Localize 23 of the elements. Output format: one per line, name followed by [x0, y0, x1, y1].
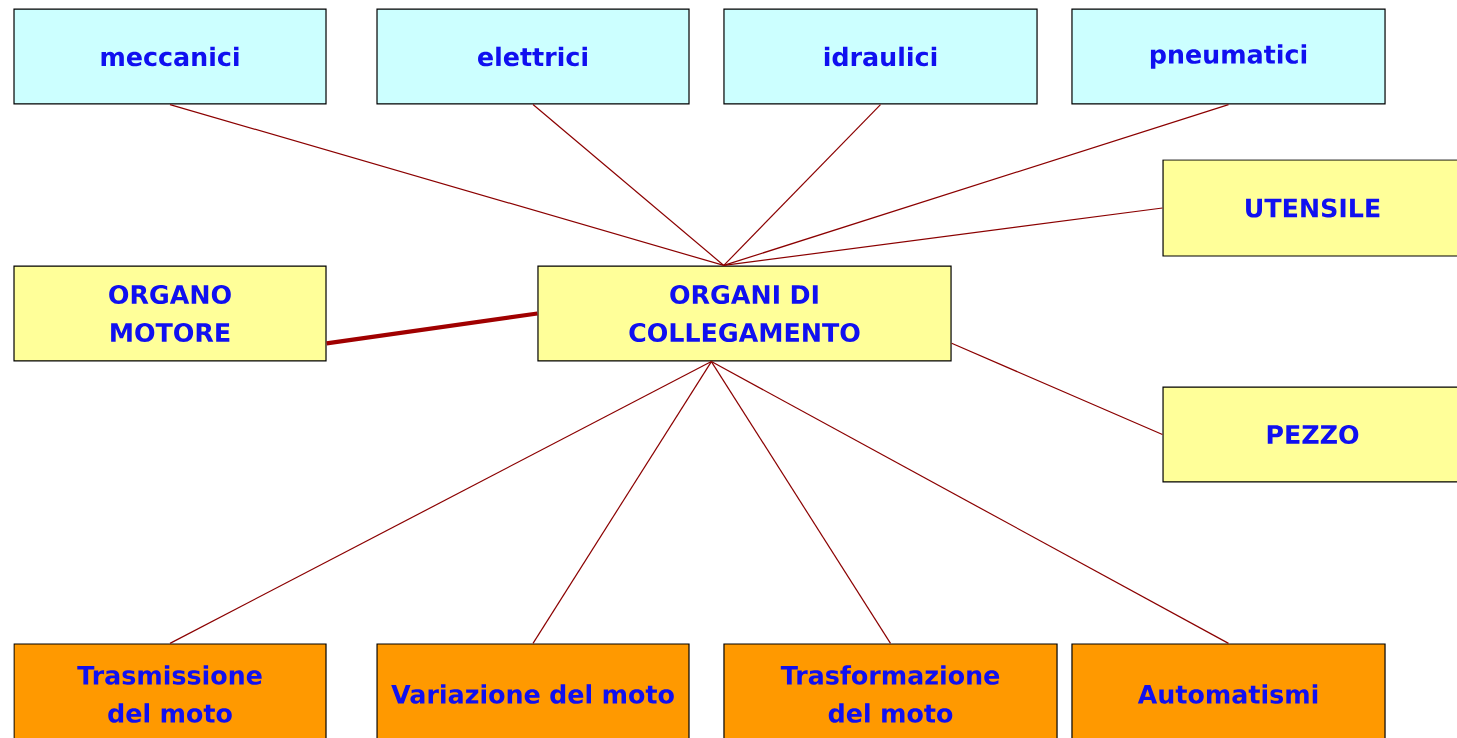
central-box: ORGANI DI COLLEGAMENTO — [537, 265, 952, 362]
connector-line — [723, 103, 1230, 267]
connector-line — [723, 103, 882, 267]
connector-line — [326, 311, 538, 346]
connector-line — [532, 103, 725, 267]
connector-line — [710, 360, 892, 644]
connector-line — [710, 360, 1230, 644]
connector-line — [532, 360, 712, 644]
function-box: Variazione del moto — [376, 643, 690, 738]
category-box: meccanici — [13, 8, 327, 105]
connector-line — [723, 207, 1164, 267]
connector-line — [169, 360, 712, 644]
category-box: pneumatici — [1071, 8, 1386, 105]
component-box: UTENSILE — [1162, 159, 1457, 257]
category-box: idraulici — [723, 8, 1038, 105]
function-box: Trasmissione del moto — [13, 643, 327, 738]
category-box: elettrici — [376, 8, 690, 105]
component-box: ORGANO MOTORE — [13, 265, 327, 362]
function-box: Trasformazione del moto — [723, 643, 1058, 738]
component-box: PEZZO — [1162, 386, 1457, 483]
connector-line — [169, 103, 725, 267]
connector-line — [951, 342, 1164, 436]
function-box: Automatismi — [1071, 643, 1386, 738]
